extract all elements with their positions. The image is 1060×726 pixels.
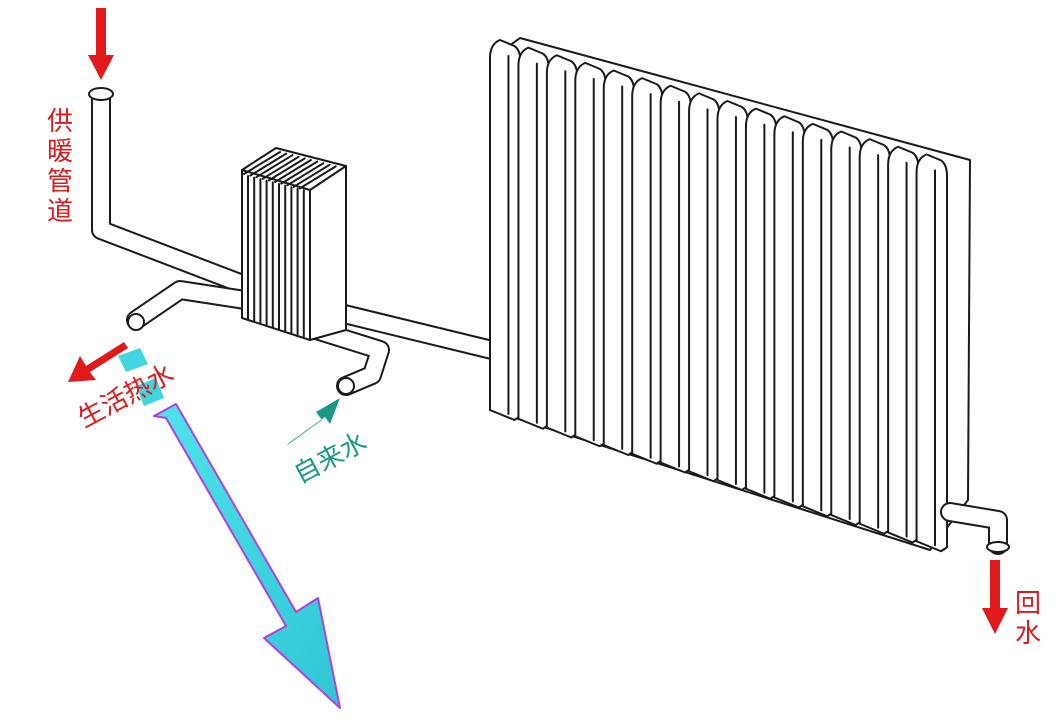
supply-pipe bbox=[88, 87, 255, 295]
hot-water-pipe bbox=[126, 280, 255, 331]
radiator-fin bbox=[517, 46, 550, 430]
tap-water-pipe bbox=[306, 320, 390, 396]
radiator-fin bbox=[716, 100, 749, 491]
return-arrow bbox=[982, 560, 1008, 634]
radiator-fin bbox=[915, 153, 948, 553]
radiator bbox=[489, 37, 971, 553]
exchanger-plate-top bbox=[274, 159, 312, 183]
radiator-fins bbox=[489, 39, 948, 553]
cyan-marker-bottom bbox=[136, 378, 164, 406]
supply-label: 供 暖 管 道 bbox=[47, 107, 73, 227]
exchanger-plate-top bbox=[267, 157, 306, 182]
tap-water-label: 自来水 bbox=[289, 427, 372, 490]
exchanger-plate-top bbox=[243, 151, 281, 175]
exchanger-plate-top bbox=[249, 152, 288, 177]
heat-exchanger bbox=[241, 147, 347, 341]
tap-water-arrow bbox=[286, 398, 340, 446]
radiator-fin bbox=[887, 145, 920, 544]
radiator-fin bbox=[574, 61, 607, 448]
radiator-fin bbox=[489, 39, 522, 421]
exchanger-plate-top bbox=[261, 155, 300, 180]
cyan-marker-top bbox=[118, 348, 148, 372]
return-char: 回 bbox=[1015, 589, 1041, 619]
exchanger-plate-top bbox=[280, 160, 319, 185]
radiator-fin bbox=[659, 84, 693, 474]
supply-char: 供 bbox=[47, 107, 73, 137]
supply-char: 道 bbox=[47, 197, 73, 227]
return-label: 回 水 bbox=[1015, 589, 1041, 649]
radiator-fin bbox=[631, 77, 664, 465]
exchanger-plate-top bbox=[286, 162, 325, 187]
exchanger-plates bbox=[243, 151, 337, 338]
return-char: 水 bbox=[1015, 619, 1041, 649]
return-pipe bbox=[940, 502, 1010, 555]
supply-arrow bbox=[88, 8, 114, 80]
exchanger-plate-top bbox=[292, 163, 331, 188]
radiator-fin bbox=[744, 107, 778, 500]
hot-water-arrow bbox=[68, 342, 128, 382]
supply-char: 暖 bbox=[47, 137, 73, 167]
radiator-fin bbox=[773, 115, 806, 509]
radiator-fin bbox=[858, 138, 892, 535]
radiator-fin bbox=[602, 69, 636, 456]
exchanger-plate-top bbox=[298, 165, 337, 190]
radiator-fin bbox=[688, 92, 721, 483]
exchanger-plate-top bbox=[255, 154, 294, 179]
flow-arrow bbox=[153, 403, 341, 709]
radiator-fin bbox=[830, 130, 863, 526]
radiator-fin bbox=[801, 122, 835, 518]
supply-char: 管 bbox=[47, 167, 73, 197]
radiator-fin bbox=[545, 54, 579, 439]
